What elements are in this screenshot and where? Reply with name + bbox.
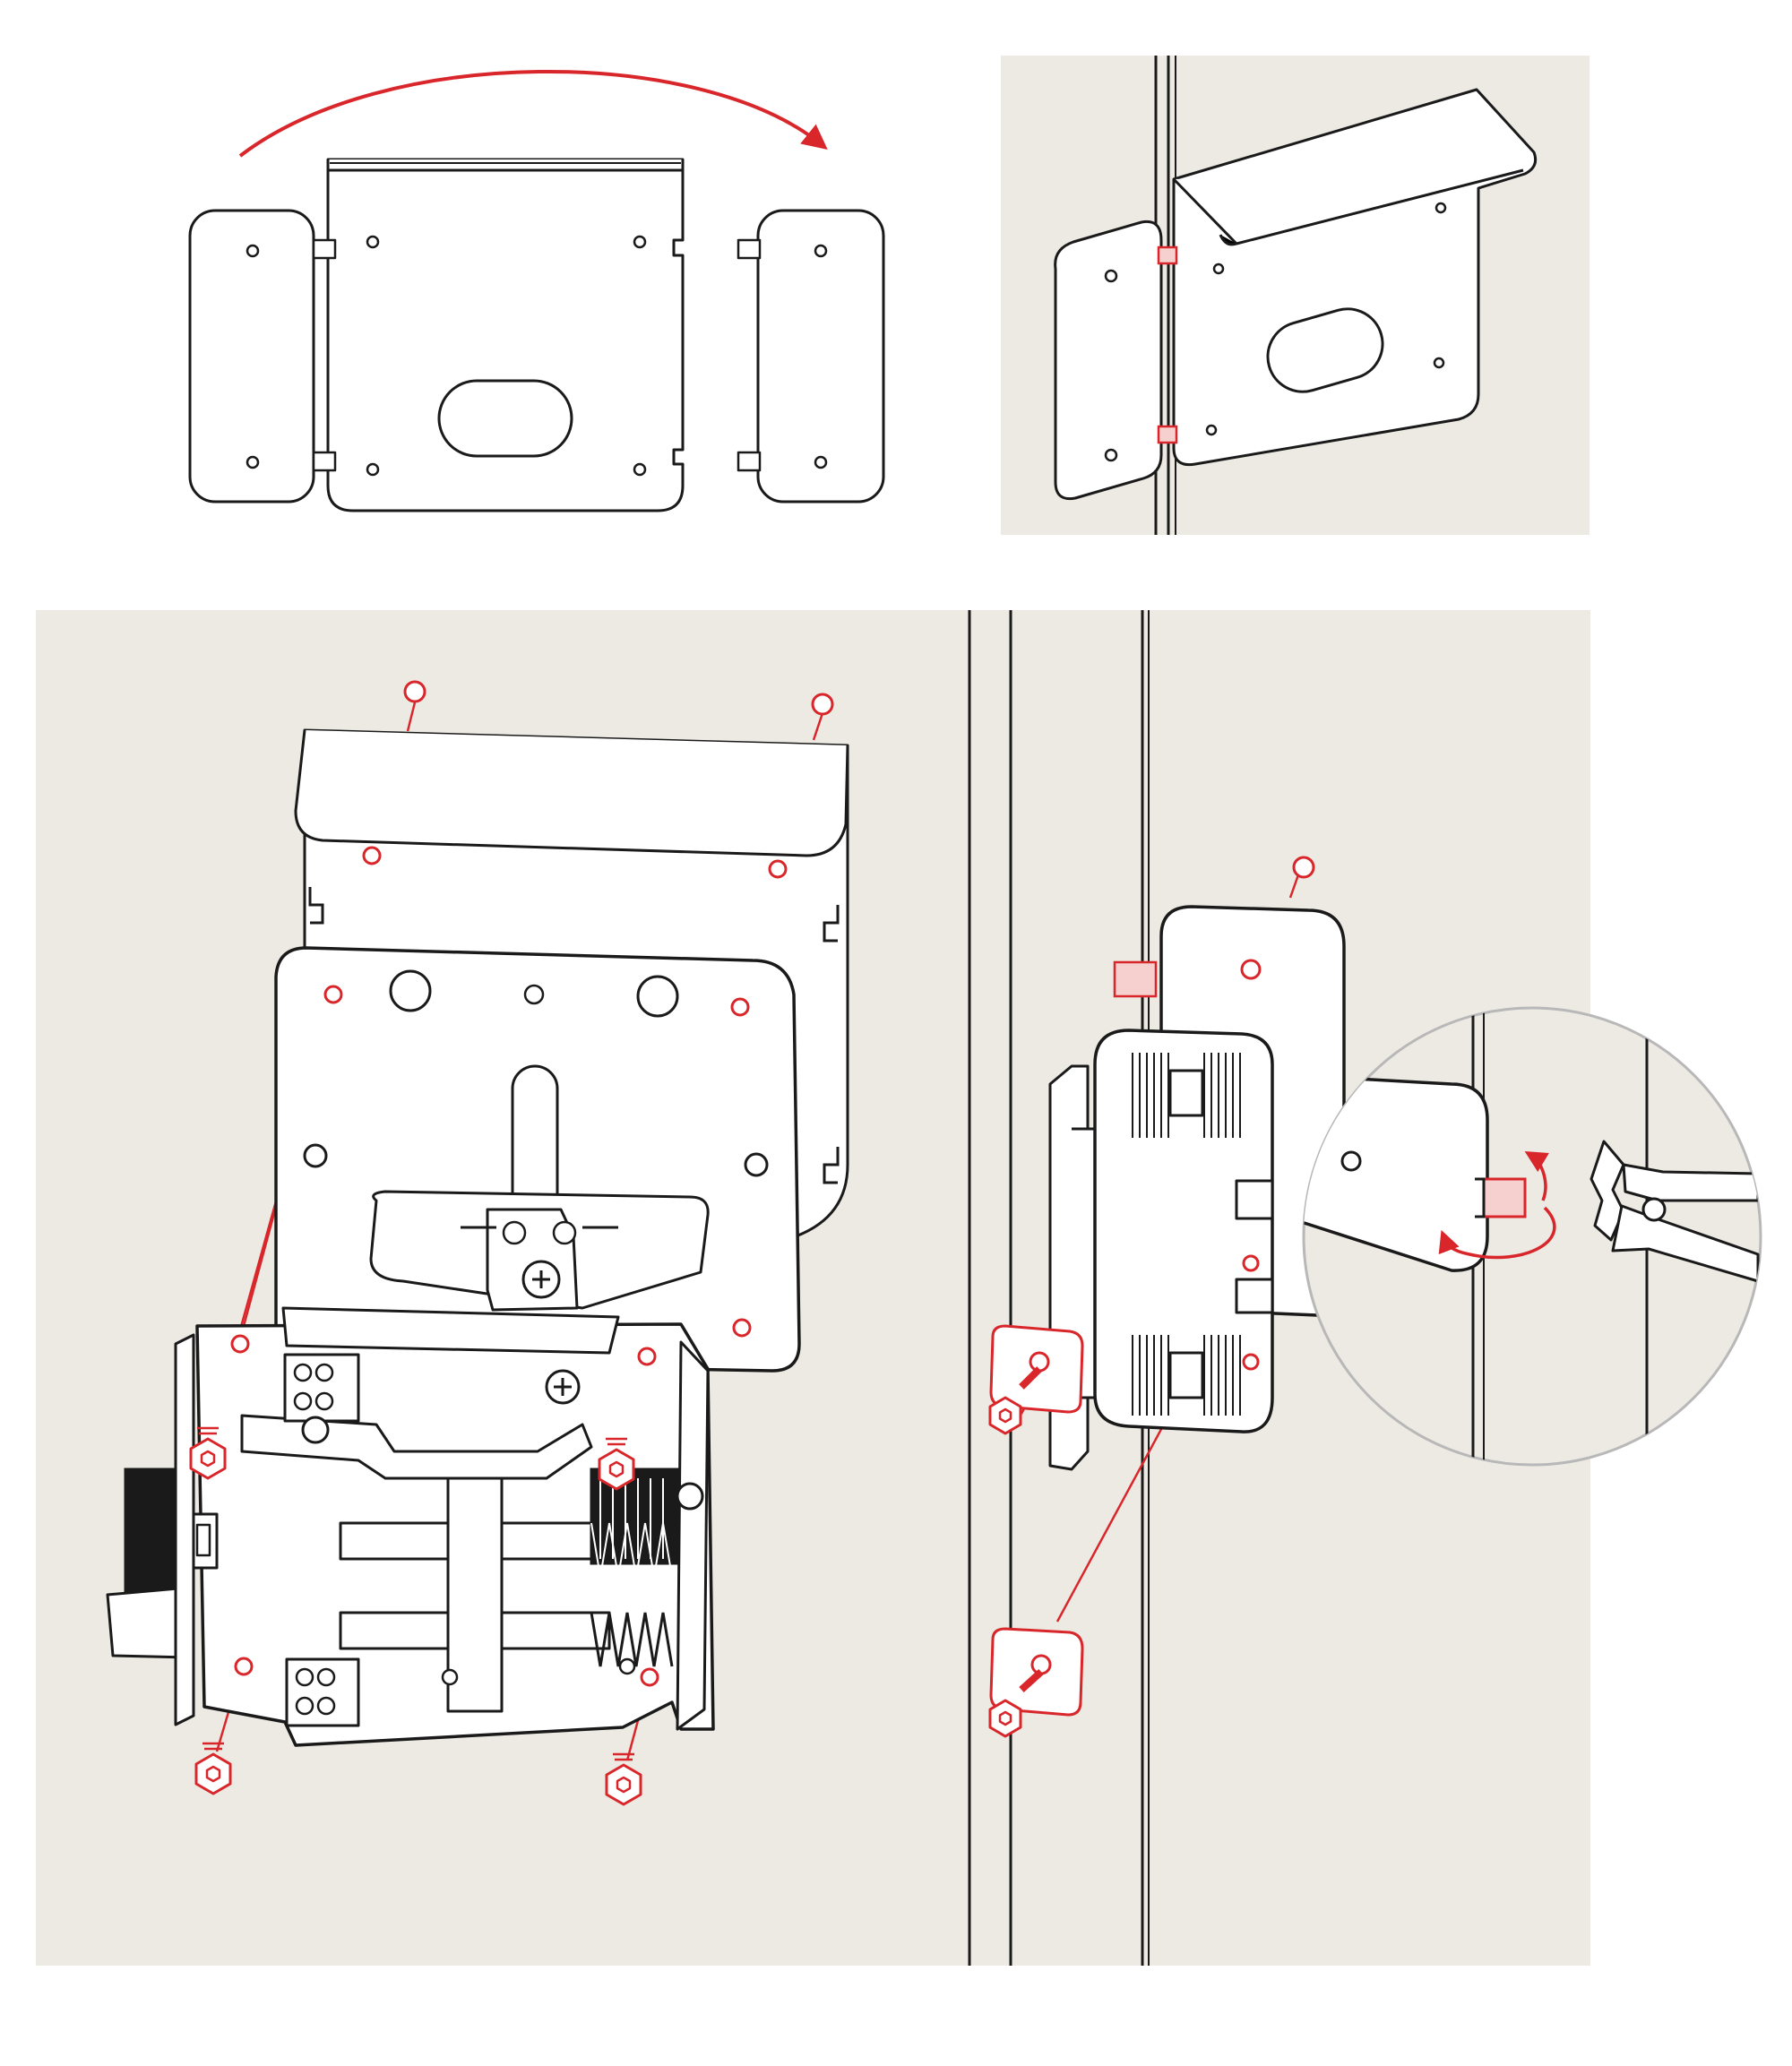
magnifier-detail-icon xyxy=(1302,1006,1762,1467)
hex-screw-icon xyxy=(189,1426,642,1806)
vented-plate xyxy=(1093,1029,1274,1433)
washer-screw-lower xyxy=(988,1627,1084,1738)
left-flap xyxy=(188,209,315,504)
tab-connectors xyxy=(312,238,762,472)
center-plate xyxy=(326,158,685,512)
front-plate xyxy=(274,946,801,1373)
panel-unfolded-bracket xyxy=(188,69,885,512)
lower-spring xyxy=(590,1522,674,1667)
panel-lock-mounting xyxy=(36,610,962,1966)
panel-bracket-on-frame xyxy=(1001,56,1590,535)
right-flap xyxy=(756,209,885,504)
lock-mechanism xyxy=(106,1306,715,1747)
panel-hinge-plate-mounting xyxy=(962,610,1762,1966)
curved-arrow-icon xyxy=(238,69,828,158)
terminal-blocks xyxy=(283,1353,360,1727)
spacer-tab-icon xyxy=(1113,960,1158,998)
spacer-tab-icon xyxy=(1482,1177,1527,1218)
washer-screw-upper xyxy=(988,1324,1084,1435)
pliers-icon xyxy=(1590,1140,1760,1283)
